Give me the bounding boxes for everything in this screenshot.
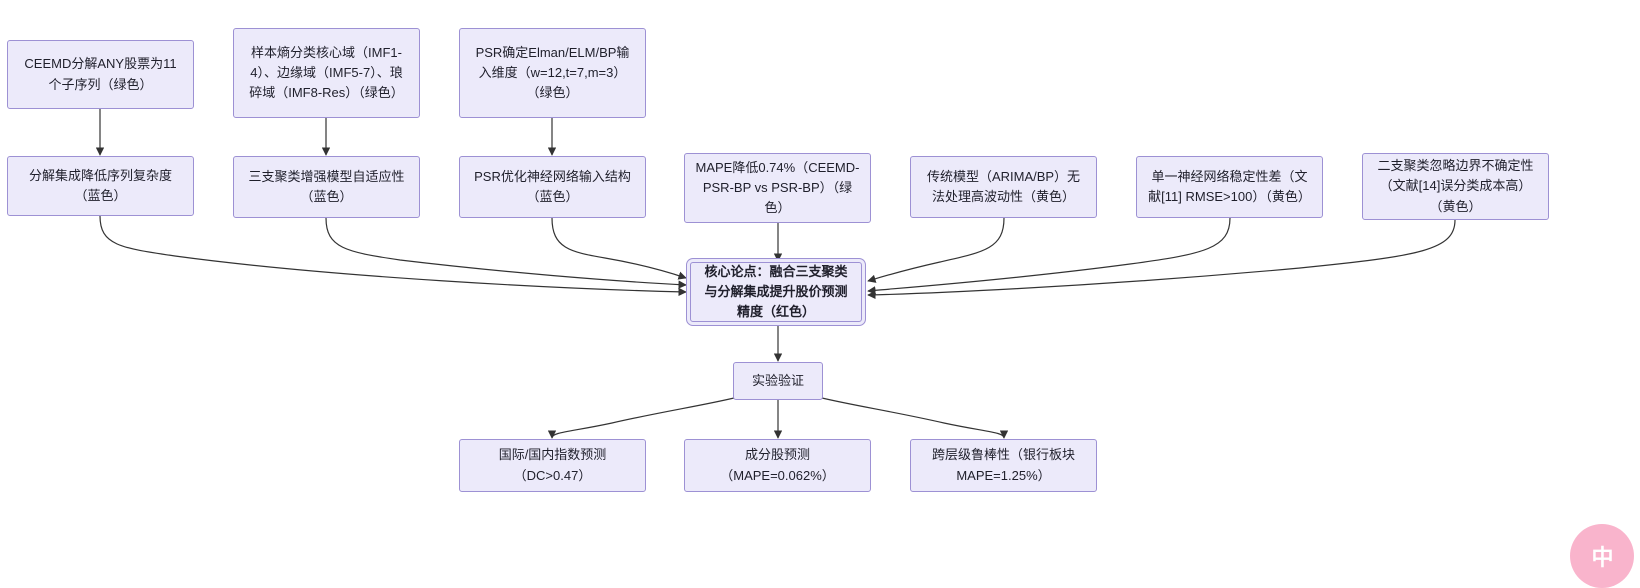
node-three-way-clustering-adaptivity[interactable]: 三支聚类增强模型自适应性（蓝色） (233, 156, 420, 218)
node-two-way-clustering-boundary[interactable]: 二支聚类忽略边界不确定性（文献[14]误分类成本高）（黄色） (1362, 153, 1549, 220)
node-label: 成分股预测（MAPE=0.062%） (720, 447, 835, 483)
node-label: 单一神经网络稳定性差（文献[11] RMSE>100）（黄色） (1148, 168, 1311, 204)
node-single-network-instability[interactable]: 单一神经网络稳定性差（文献[11] RMSE>100）（黄色） (1136, 156, 1323, 218)
node-label: 跨层级鲁棒性（银行板块MAPE=1.25%） (931, 447, 1075, 483)
edge-m7-core (867, 219, 1456, 300)
node-label: PSR确定Elman/ELM/BP输入维度（w=12,t=7,m=3）（绿色） (475, 44, 630, 101)
node-traditional-model-limitation[interactable]: 传统模型（ARIMA/BP）无法处理高波动性（黄色） (910, 156, 1097, 218)
node-cross-level-robustness[interactable]: 跨层级鲁棒性（银行板块MAPE=1.25%） (910, 439, 1097, 492)
node-experiment-validation[interactable]: 实验验证 (733, 362, 823, 400)
edge-exp-b3 (821, 397, 1009, 439)
node-label: 二支聚类忽略边界不确定性（文献[14]误分类成本高）（黄色） (1377, 158, 1534, 214)
node-label: 国际/国内指数预测（DC>0.47） (498, 447, 607, 483)
node-reduce-sequence-complexity[interactable]: 分解集成降低序列复杂度（蓝色） (7, 156, 194, 216)
node-label: MAPE降低0.74%（CEEMD-PSR-BP vs PSR-BP）（绿色） (695, 159, 860, 216)
node-core-thesis[interactable]: 核心论点：融合三支聚类与分解集成提升股价预测精度（红色） (690, 262, 862, 322)
node-constituent-stock-forecast[interactable]: 成分股预测（MAPE=0.062%） (684, 439, 871, 492)
node-sample-entropy-classification[interactable]: 样本熵分类核心域（IMF1-4）、边缘域（IMF5-7）、琅碎域（IMF8-Re… (233, 28, 420, 118)
node-ceemd-decomposition[interactable]: CEEMD分解ANY股票为11个子序列（绿色） (7, 40, 194, 109)
node-label: 三支聚类增强模型自适应性（蓝色） (248, 168, 405, 204)
node-label: CEEMD分解ANY股票为11个子序列（绿色） (24, 56, 177, 92)
edge-m2-core (325, 217, 687, 289)
node-psr-input-dimension[interactable]: PSR确定Elman/ELM/BP输入维度（w=12,t=7,m=3）（绿色） (459, 28, 646, 118)
node-index-forecast[interactable]: 国际/国内指数预测（DC>0.47） (459, 439, 646, 492)
node-label: 传统模型（ARIMA/BP）无法处理高波动性（黄色） (926, 168, 1081, 204)
node-label: 样本熵分类核心域（IMF1-4）、边缘域（IMF5-7）、琅碎域（IMF8-Re… (249, 44, 404, 101)
node-label: PSR优化神经网络输入结构（蓝色） (474, 168, 631, 204)
node-psr-optimize-network-input[interactable]: PSR优化神经网络输入结构（蓝色） (459, 156, 646, 218)
edge-m1-core (99, 215, 687, 297)
edge-m5-core (867, 217, 1005, 283)
node-label: 分解集成降低序列复杂度（蓝色） (28, 167, 172, 203)
node-mape-improvement[interactable]: MAPE降低0.74%（CEEMD-PSR-BP vs PSR-BP）（绿色） (684, 153, 871, 223)
flowchart-canvas: CEEMD分解ANY股票为11个子序列（绿色） 样本熵分类核心域（IMF1-4）… (7, 28, 1634, 588)
edge-m6-core (867, 217, 1231, 295)
watermark-logo: 中 (1570, 524, 1634, 588)
edge-exp-b1 (547, 397, 735, 439)
edge-m3-core (551, 217, 687, 280)
watermark-text: 中 (1591, 545, 1613, 570)
node-label: 实验验证 (751, 372, 804, 388)
node-label: 核心论点：融合三支聚类与分解集成提升股价预测精度（红色） (704, 263, 848, 320)
